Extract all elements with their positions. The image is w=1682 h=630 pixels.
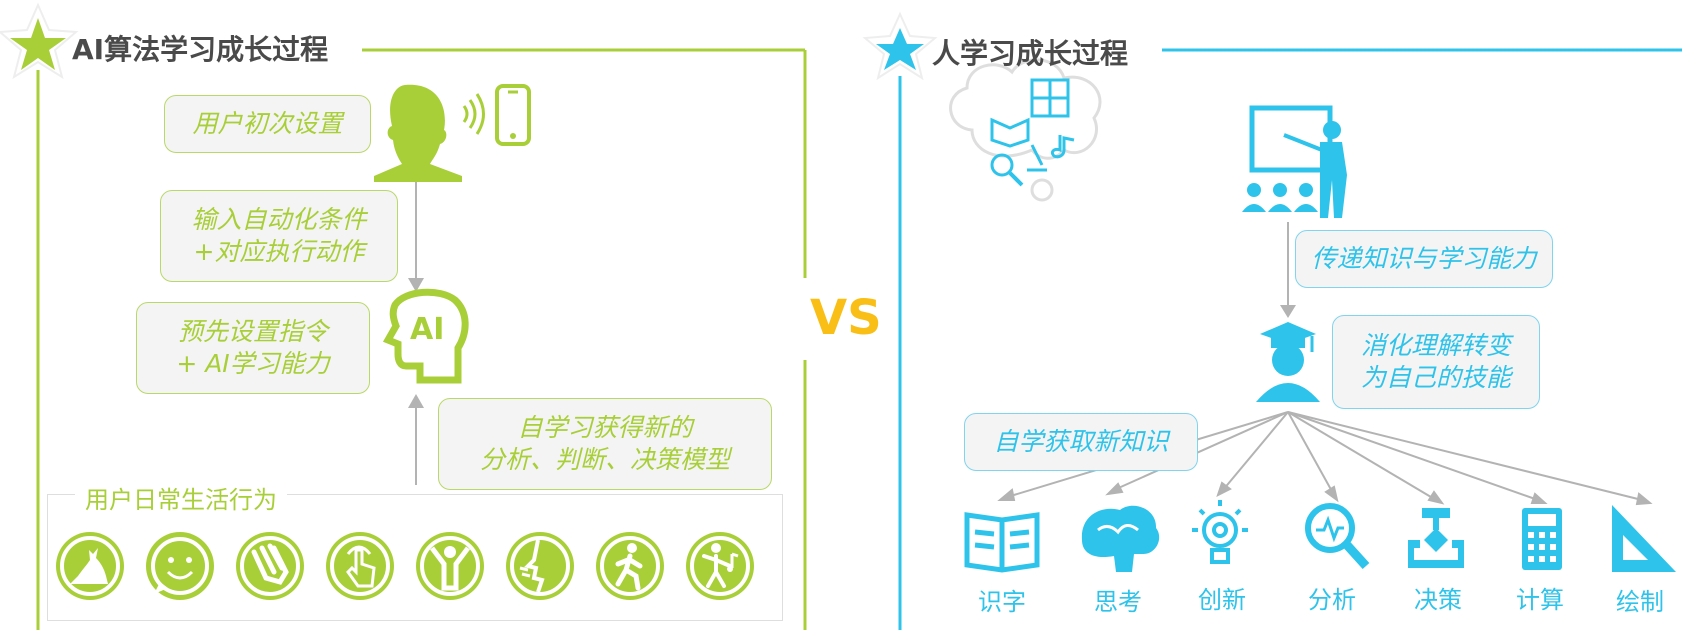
left-panel-lines <box>0 2 807 630</box>
calculator-icon <box>1522 508 1562 570</box>
skill-label-thinking: 思考 <box>1094 588 1142 616</box>
star-icon-right <box>876 28 924 70</box>
walking-icon <box>596 532 664 600</box>
left-title: AI算法学习成长过程 <box>72 33 329 66</box>
skill-label-drawing: 绘制 <box>1616 588 1664 616</box>
right-box-transfer: 传递知识与学习能力 <box>1295 230 1553 288</box>
vs-label: VS <box>810 290 882 346</box>
user-person-icon <box>374 84 462 182</box>
ruler-triangle-icon <box>1612 505 1676 572</box>
analysis-icon <box>1305 503 1370 570</box>
phone-icon <box>495 84 531 146</box>
smile-icon <box>146 532 214 600</box>
hands-icon <box>236 532 304 600</box>
touch-icon <box>326 532 394 600</box>
skill-label-decision: 决策 <box>1414 586 1462 614</box>
exercise-icon <box>416 532 484 600</box>
knowledge-cloud-icon <box>949 58 1102 202</box>
brain-icon <box>1081 505 1160 572</box>
star-icon-left <box>10 18 66 70</box>
pet-icon <box>56 532 124 600</box>
graduate-icon <box>1256 322 1320 402</box>
skill-label-analysis: 分析 <box>1308 586 1356 614</box>
left-box-initial-setup: 用户初次设置 <box>164 95 371 153</box>
face-icon <box>506 532 574 600</box>
behavior-title: 用户日常生活行为 <box>75 480 287 515</box>
teacher-icon <box>1242 105 1347 218</box>
left-box-automation: 输入自动化条件 +对应执行动作 <box>160 190 398 282</box>
right-title: 人学习成长过程 <box>932 37 1129 70</box>
ai-head-icon <box>382 288 469 384</box>
left-box-preset: 预先设置指令 + AI学习能力 <box>136 302 370 394</box>
dancing-icon <box>686 532 754 600</box>
right-box-digest: 消化理解转变 为自己的技能 <box>1332 315 1540 409</box>
skill-label-innovation: 创新 <box>1198 586 1246 614</box>
right-panel-lines <box>862 11 1682 630</box>
skill-label-calculation: 计算 <box>1516 586 1564 614</box>
skill-label-literacy: 识字 <box>978 588 1026 616</box>
left-box-self-learning: 自学习获得新的 分析、判断、决策模型 <box>438 398 772 490</box>
book-icon <box>964 512 1040 573</box>
lightbulb-icon <box>1192 500 1248 564</box>
ai-label: AI <box>410 312 445 347</box>
right-box-self-learn: 自学获取新知识 <box>964 413 1198 471</box>
flowchart-icon <box>1408 508 1464 568</box>
behavior-panel <box>47 494 783 621</box>
